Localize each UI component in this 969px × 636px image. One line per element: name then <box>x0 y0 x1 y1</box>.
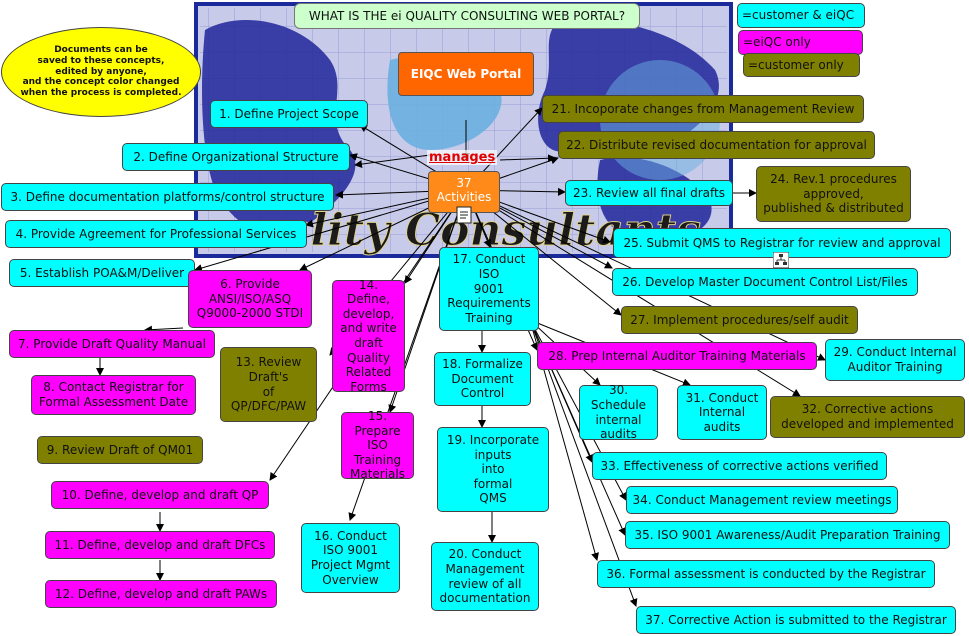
step-35-node[interactable]: 35. ISO 9001 Awareness/Audit Preparation… <box>625 521 950 549</box>
step-17-node[interactable]: 17. Conduct ISO 9001 Requirements Traini… <box>439 247 539 331</box>
step-36-node[interactable]: 36. Formal assessment is conducted by th… <box>597 560 935 588</box>
step-11-node[interactable]: 11. Define, develop and draft DFCs <box>45 531 275 559</box>
step-20-node[interactable]: 20. Conduct Management review of all doc… <box>431 542 539 611</box>
step-13-node[interactable]: 13. Review Draft's of QP/DFC/PAW <box>220 347 317 422</box>
step-18-node[interactable]: 18. Formalize Document Control <box>434 352 531 406</box>
step-28-node[interactable]: 28. Prep Internal Auditor Training Mater… <box>537 342 817 370</box>
step-27-node[interactable]: 27. Implement procedures/self audit <box>621 306 858 334</box>
step-22-node[interactable]: 22. Distribute revised documentation for… <box>558 131 875 159</box>
step-33-node[interactable]: 33. Effectiveness of corrective actions … <box>592 452 887 480</box>
step-2-node[interactable]: 2. Define Organizational Structure <box>122 143 350 171</box>
org-chart-icon <box>772 251 790 272</box>
step-14-node[interactable]: 14. Define, develop, and write draft Qua… <box>332 278 405 394</box>
activities-node[interactable]: 37 Activities <box>428 171 500 213</box>
step-5-node[interactable]: 5. Establish POA&M/Deliver <box>9 259 195 287</box>
step-8-node[interactable]: 8. Contact Registrar for Formal Assessme… <box>31 375 196 415</box>
step-29-node[interactable]: 29. Conduct Internal Auditor Training <box>825 339 965 381</box>
step-31-node[interactable]: 31. Conduct Internal audits <box>677 385 767 440</box>
step-12-node[interactable]: 12. Define, develop and draft PAWs <box>45 580 277 608</box>
step-26-node[interactable]: 26. Develop Master Document Control List… <box>612 268 918 296</box>
instruction-note: Documents can be saved to these concepts… <box>1 27 201 117</box>
step-10-node[interactable]: 10. Define, develop and draft QP <box>51 481 269 509</box>
manages-link[interactable]: manages <box>427 150 498 165</box>
step-9-node[interactable]: 9. Review Draft of QM01 <box>37 436 203 464</box>
step-1-node[interactable]: 1. Define Project Scope <box>210 100 368 128</box>
step-37-node[interactable]: 37. Corrective Action is submitted to th… <box>636 606 956 634</box>
step-21-node[interactable]: 21. Incoporate changes from Management R… <box>542 95 864 123</box>
step-4-node[interactable]: 4. Provide Agreement for Professional Se… <box>5 220 307 248</box>
step-16-node[interactable]: 16. Conduct ISO 9001 Project Mgmt Overvi… <box>301 523 400 593</box>
step-24-node[interactable]: 24. Rev.1 procedures approved, published… <box>756 166 911 222</box>
document-icon <box>456 206 472 228</box>
legend-item: =customer only <box>743 53 860 77</box>
legend-item: =customer & eiQC <box>737 3 865 28</box>
step-30-node[interactable]: 30. Schedule internal audits <box>579 383 658 441</box>
step-3-node[interactable]: 3. Define documentation platforms/contro… <box>1 183 334 211</box>
step-7-node[interactable]: 7. Provide Draft Quality Manual <box>9 330 215 358</box>
web-portal-node[interactable]: EIQC Web Portal <box>398 52 534 96</box>
step-32-node[interactable]: 32. Corrective actions developed and imp… <box>770 396 965 438</box>
step-15-node[interactable]: 15. Prepare ISO Training Materials <box>341 409 414 481</box>
step-23-node[interactable]: 23. Review all final drafts <box>565 180 733 206</box>
step-6-node[interactable]: 6. Provide ANSI/ISO/ASQ Q9000-2000 STDI <box>188 270 312 328</box>
step-19-node[interactable]: 19. Incorporate inputs into formal QMS <box>437 427 549 512</box>
step-34-node[interactable]: 34. Conduct Management review meetings <box>626 486 898 514</box>
diagram-title: WHAT IS THE ei QUALITY CONSULTING WEB PO… <box>294 3 640 29</box>
legend-item: =eiQC only <box>738 30 863 55</box>
